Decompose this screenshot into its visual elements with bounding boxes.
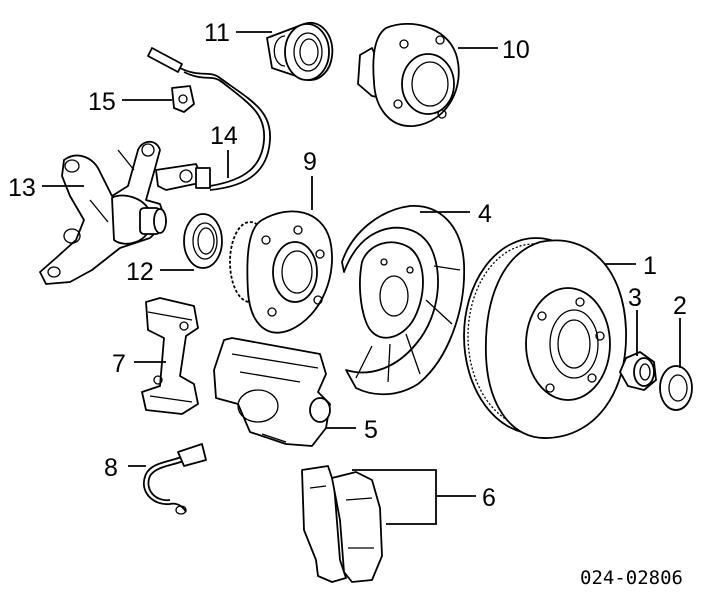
abs-sensor-part — [147, 47, 271, 191]
seal-part — [183, 213, 223, 269]
callout-12: 12 — [126, 258, 154, 286]
callout-14: 14 — [210, 122, 238, 150]
callout-13: 13 — [8, 174, 36, 202]
callout-9: 9 — [303, 148, 317, 176]
callout-6: 6 — [482, 484, 496, 512]
dust-shield-part — [341, 205, 465, 396]
callout-5: 5 — [364, 416, 378, 444]
bearing-part — [266, 21, 334, 82]
callout-7: 7 — [112, 350, 126, 378]
callout-8: 8 — [104, 454, 118, 482]
wheel-hub-part — [229, 210, 333, 334]
brake-pads-part — [301, 465, 383, 583]
callout-15: 15 — [88, 88, 116, 116]
caliper-bracket-part — [141, 297, 199, 415]
callout-labels: 11 10 15 14 13 9 4 12 1 3 2 7 5 8 6 024-… — [8, 19, 687, 589]
callout-10: 10 — [502, 36, 530, 64]
clip-part — [171, 85, 195, 113]
figure-code: 024-02806 — [580, 567, 683, 589]
rotor-part — [463, 237, 627, 439]
callout-4: 4 — [478, 200, 492, 228]
nut-part — [619, 351, 657, 391]
callout-3: 3 — [628, 284, 642, 312]
leader-6-bracket — [352, 469, 437, 525]
callout-11: 11 — [204, 19, 230, 47]
leader-lines — [42, 31, 681, 525]
callout-1: 1 — [643, 252, 657, 280]
wear-sensor-part — [143, 443, 207, 515]
hub-flange-part — [357, 23, 460, 127]
steering-knuckle-part — [39, 140, 167, 285]
washer-part — [659, 365, 693, 411]
callout-2: 2 — [673, 292, 687, 320]
caliper-part — [213, 337, 331, 447]
